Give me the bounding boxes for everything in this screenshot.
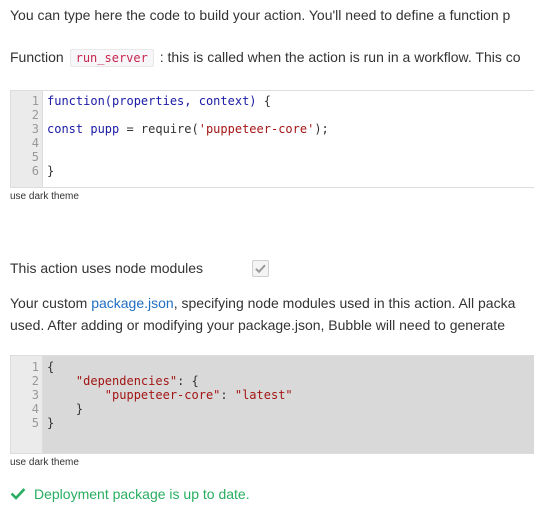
checkmark-icon: [255, 264, 266, 274]
line-number: 4: [31, 402, 39, 416]
code-text: }: [75, 402, 84, 416]
package-json-link[interactable]: package.json: [91, 295, 174, 311]
code-indent: [47, 388, 105, 402]
line-number: 5: [31, 150, 39, 164]
code-line: "dependencies": {: [47, 374, 534, 388]
package-description-line-1: Your custom package.json, specifying nod…: [10, 294, 515, 312]
code-line: }: [47, 164, 55, 178]
code-area[interactable]: function(properties, context) { const pu…: [43, 91, 534, 187]
code-text: {: [256, 94, 271, 108]
function-code-name: run_server: [69, 49, 154, 67]
line-number: 4: [31, 136, 39, 150]
code-line: "puppeteer-core": "latest": [47, 388, 534, 402]
check-icon: [10, 486, 26, 502]
code-text: = require(: [119, 122, 199, 136]
code-area[interactable]: { "dependencies": { "puppeteer-core": "l…: [43, 356, 534, 453]
code-keyword: function(properties, context): [47, 94, 257, 108]
code-string: 'puppeteer-core': [198, 122, 315, 136]
function-suffix: : this is called when the action is run …: [159, 49, 521, 65]
code-line: [47, 108, 534, 122]
code-indent: [47, 402, 76, 416]
code-keyword: const pupp: [47, 122, 120, 136]
function-prefix: Function: [10, 49, 64, 65]
node-modules-label: This action uses node modules: [10, 260, 203, 276]
line-number: 6: [31, 164, 39, 178]
package-desc-prefix: Your custom: [10, 295, 92, 311]
code-editor-run-server[interactable]: 1 2 3 4 5 6 function(properties, context…: [10, 90, 534, 188]
code-line: }: [47, 416, 55, 430]
intro-text: You can type here the code to build your…: [10, 7, 511, 23]
function-description: Function run_server : this is called whe…: [10, 48, 521, 67]
package-desc-suffix: , specifying node modules used in this a…: [173, 295, 516, 311]
code-text: );: [314, 122, 329, 136]
use-dark-theme-link-1[interactable]: use dark theme: [10, 191, 79, 202]
code-line: [47, 150, 534, 164]
code-string: "dependencies": [75, 374, 178, 388]
code-line: [47, 136, 534, 150]
code-line: }: [47, 402, 534, 416]
code-string: "latest": [234, 388, 293, 402]
line-number: 3: [31, 388, 39, 402]
code-text: :: [220, 388, 235, 402]
line-number: 1: [31, 360, 39, 374]
use-dark-theme-link-2[interactable]: use dark theme: [10, 457, 79, 468]
code-indent: [47, 374, 76, 388]
code-text: : {: [177, 374, 199, 388]
line-number-gutter: 1 2 3 4 5: [11, 356, 43, 453]
line-number: 3: [31, 122, 39, 136]
node-modules-checkbox[interactable]: [252, 260, 269, 277]
code-line: function(properties, context) {: [47, 94, 534, 108]
line-number: 1: [31, 94, 39, 108]
line-number: 2: [31, 108, 39, 122]
code-editor-package-json[interactable]: 1 2 3 4 5 { "dependencies": { "puppeteer…: [10, 355, 534, 454]
package-description-line-2: used. After adding or modifying your pac…: [10, 317, 505, 333]
line-number-gutter: 1 2 3 4 5 6: [11, 91, 43, 187]
code-line: const pupp = require('puppeteer-core');: [47, 122, 534, 136]
line-number: 2: [31, 374, 39, 388]
code-line: {: [47, 360, 55, 374]
line-number: 5: [31, 416, 39, 430]
code-string: "puppeteer-core": [104, 388, 221, 402]
deployment-status-text: Deployment package is up to date.: [34, 486, 250, 502]
